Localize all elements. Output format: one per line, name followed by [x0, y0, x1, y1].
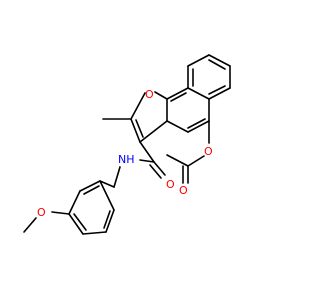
bond: [208, 87, 231, 100]
bond: [154, 91, 168, 100]
bond: [68, 190, 81, 215]
ester-oxygen-label: O: [204, 145, 213, 158]
bond: [23, 217, 37, 233]
methoxyphenyl-ring: [68, 180, 115, 235]
methoxy-oxygen-label: O: [37, 206, 46, 219]
bond: [208, 54, 231, 67]
furan-ring: [130, 91, 168, 143]
bond: [166, 87, 189, 100]
bond: [149, 164, 162, 179]
bond-double: [103, 210, 111, 229]
bond: [51, 211, 70, 215]
bond: [139, 120, 168, 143]
bond: [187, 87, 210, 100]
bond-double: [170, 92, 187, 102]
amide-nitrogen-label: NH: [118, 153, 135, 166]
amide-oxygen-label: O: [166, 178, 175, 191]
ester-carbonyl-oxygen-label: O: [179, 184, 188, 197]
bond: [79, 180, 101, 192]
bond-double: [135, 119, 144, 138]
molecule-canvas: O O O O NH O: [23, 54, 231, 235]
bond: [187, 54, 210, 67]
bond: [187, 155, 205, 167]
bond: [82, 231, 107, 235]
bond: [99, 180, 115, 188]
bond: [130, 118, 141, 143]
bond: [139, 159, 155, 163]
bond: [166, 154, 189, 167]
bond: [68, 213, 84, 235]
methoxy-group: [23, 211, 70, 233]
middle-ring: [166, 87, 210, 133]
bond: [105, 209, 115, 233]
bond: [130, 92, 146, 120]
ring-oxygen-label: O: [145, 88, 154, 101]
bond: [99, 180, 115, 211]
bond: [187, 120, 210, 133]
bond: [153, 161, 166, 176]
bond-double: [83, 185, 100, 195]
structure-diagram: O O O O NH O: [23, 54, 231, 235]
bond-double: [208, 59, 226, 70]
bond: [113, 166, 121, 188]
bond: [139, 141, 155, 163]
bond-double: [208, 85, 226, 95]
benzo-ring: [187, 54, 231, 100]
bond-double: [187, 118, 206, 129]
amide-group: [113, 141, 166, 188]
bond: [166, 120, 189, 133]
acetoxy-group: [166, 120, 210, 184]
bond-double: [73, 213, 87, 231]
